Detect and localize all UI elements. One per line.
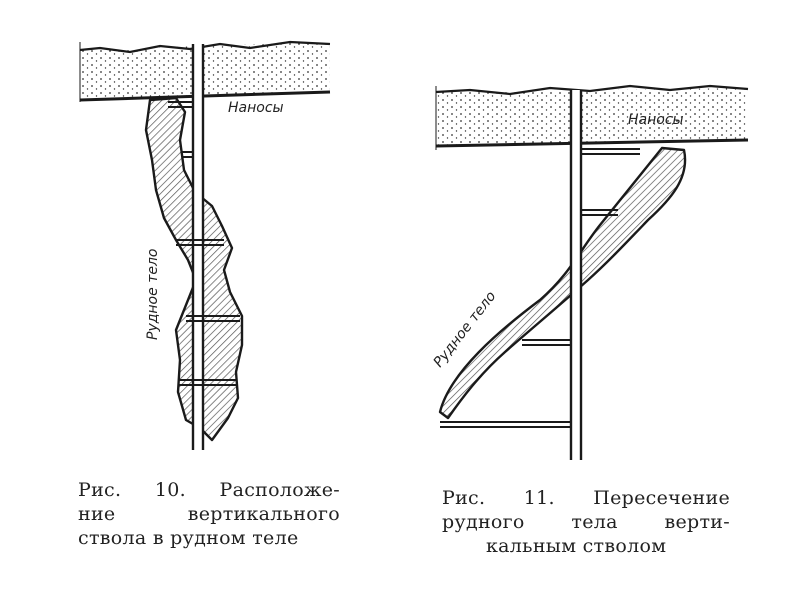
caption-line: ние вертикального [78, 503, 340, 525]
caption-line: рудного тела верти- [442, 511, 730, 533]
shaft-levels [440, 148, 640, 428]
caption-line: ствола в рудном теле [78, 527, 299, 549]
overburden-layer [79, 40, 331, 102]
shaft-levels [168, 101, 240, 386]
figure-11-caption: Рис. 11. Пересечение рудного тела верти-… [442, 486, 730, 558]
overburden-layer [435, 84, 749, 150]
orebody-label: Рудное тело [145, 249, 161, 340]
figure-11: Наносы Рудное тело [431, 84, 749, 460]
overburden-label: Наносы [228, 100, 284, 116]
vertical-shaft [191, 44, 205, 450]
ore-body [438, 146, 687, 420]
overburden-label: Наносы [628, 112, 684, 128]
caption-line: кальным стволом [486, 535, 667, 557]
figure-10: Наносы Рудное тело [79, 40, 331, 450]
vertical-shaft [569, 90, 583, 460]
caption-line: Рис. 10. Расположе- [78, 479, 340, 501]
caption-line: Рис. 11. Пересечение [442, 487, 730, 509]
figure-10-caption: Рис. 10. Расположе- ние вертикального ст… [78, 478, 340, 550]
